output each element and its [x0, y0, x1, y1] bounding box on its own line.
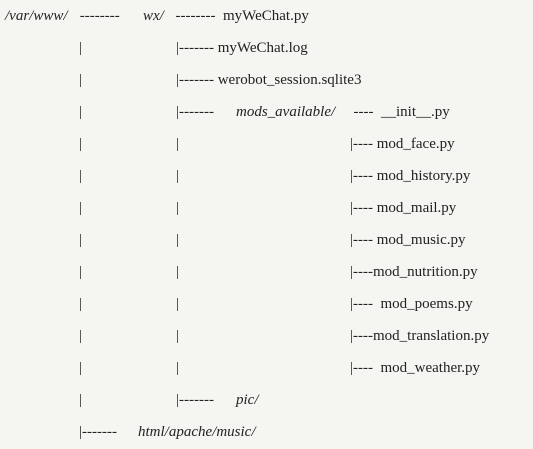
- tree-row: | |------- werobot_session.sqlite3: [0, 64, 533, 96]
- tree-file-mod-weather: |---- mod_weather.py: [350, 360, 481, 376]
- tree-dir-html-apache-music: html/apache/music/: [138, 424, 256, 440]
- tree-vline: |: [79, 328, 83, 344]
- tree-dir-pic: pic/: [236, 392, 259, 408]
- tree-file-mywechat-py: -------- myWeChat.py: [168, 8, 309, 24]
- tree-dir-wx: wx/: [143, 8, 164, 24]
- tree-file-mod-music: |---- mod_music.py: [350, 232, 466, 248]
- tree-row: | |------- mods_available/ ---- __init__…: [0, 96, 533, 128]
- tree-row: | | |----mod_translation.py: [0, 320, 533, 352]
- tree-connector: |-------: [79, 424, 125, 440]
- tree-vline: |: [176, 328, 180, 344]
- tree-vline: |: [79, 136, 83, 152]
- tree-connector: |-------: [176, 392, 222, 408]
- tree-vline: |: [79, 264, 83, 280]
- tree-vline: |: [176, 168, 180, 184]
- tree-vline: |: [79, 104, 83, 120]
- tree-vline: |: [79, 392, 83, 408]
- tree-vline: |: [79, 200, 83, 216]
- tree-vline: |: [79, 360, 83, 376]
- tree-vline: |: [176, 360, 180, 376]
- tree-row: | | |---- mod_face.py: [0, 128, 533, 160]
- tree-vline: |: [79, 40, 83, 56]
- tree-row: | | |---- mod_music.py: [0, 224, 533, 256]
- tree-vline: |: [79, 72, 83, 88]
- tree-file-mod-poems: |---- mod_poems.py: [350, 296, 473, 312]
- tree-vline: |: [79, 296, 83, 312]
- tree-row: | |------- pic/: [0, 384, 533, 416]
- tree-row: |------- html/apache/music/: [0, 416, 533, 448]
- tree-file-mod-mail: |---- mod_mail.py: [350, 200, 457, 216]
- tree-vline: |: [79, 168, 83, 184]
- tree-row: | |------- myWeChat.log: [0, 32, 533, 64]
- tree-row: | | |---- mod_mail.py: [0, 192, 533, 224]
- tree-row-root: /var/www/ -------- wx/ -------- myWeChat…: [0, 0, 533, 32]
- tree-row: | | |---- mod_poems.py: [0, 288, 533, 320]
- tree-file-mod-nutrition: |----mod_nutrition.py: [350, 264, 478, 280]
- tree-row: | | |---- mod_history.py: [0, 160, 533, 192]
- tree-vline: |: [176, 264, 180, 280]
- tree-vline: |: [176, 232, 180, 248]
- tree-row: | | |----mod_nutrition.py: [0, 256, 533, 288]
- tree-vline: |: [79, 232, 83, 248]
- tree-vline: |: [176, 136, 180, 152]
- tree-file-mod-face: |---- mod_face.py: [350, 136, 455, 152]
- tree-vline: |: [176, 296, 180, 312]
- tree-file-init-py: ---- __init__.py: [346, 104, 450, 120]
- tree-connector: |-------: [176, 104, 222, 120]
- tree-row: | | |---- mod_weather.py: [0, 352, 533, 384]
- tree-file-mod-history: |---- mod_history.py: [350, 168, 471, 184]
- tree-file-werobot-session: |------- werobot_session.sqlite3: [176, 72, 362, 88]
- tree-vline: |: [176, 200, 180, 216]
- tree-dir-mods-available: mods_available/: [236, 104, 336, 120]
- tree-file-mod-translation: |----mod_translation.py: [350, 328, 490, 344]
- tree-file-mywechat-log: |------- myWeChat.log: [176, 40, 308, 56]
- tree-connector: --------: [76, 8, 128, 24]
- tree-path-var-www: /var/www/: [5, 8, 68, 24]
